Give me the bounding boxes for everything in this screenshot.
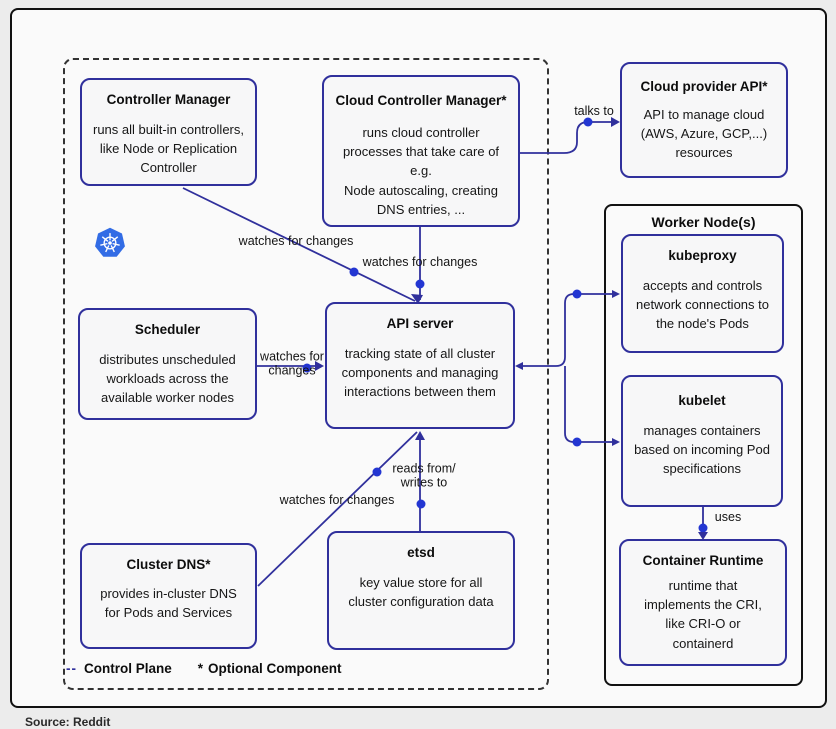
- box-body: distributes unscheduled workloads across…: [99, 352, 236, 406]
- box-title: Cloud Controller Manager*: [335, 93, 507, 108]
- box-body: runs all built-in controllers, like Node…: [92, 122, 244, 176]
- box-title: Container Runtime: [642, 553, 764, 568]
- legend-optional-label: Optional Component: [208, 661, 342, 676]
- box-body: runs cloud controller processes that tak…: [342, 125, 500, 217]
- legend-control-plane-label: Control Plane: [84, 661, 172, 676]
- kubernetes-logo-icon: [95, 227, 125, 257]
- box-title: API server: [386, 316, 454, 331]
- controller-manager-box: Controller Manager runs all built-in con…: [80, 78, 257, 186]
- box-title: Scheduler: [134, 322, 201, 337]
- cluster-dns-box: Cluster DNS* provides in-cluster DNS for…: [80, 543, 257, 649]
- box-title: kubeproxy: [668, 248, 737, 263]
- k8s-wheel-hub: [108, 241, 112, 245]
- box-body: provides in-cluster DNS for Pods and Ser…: [100, 586, 237, 621]
- box-title: Cluster DNS*: [126, 557, 211, 572]
- box-title: Controller Manager: [106, 92, 231, 107]
- api-server-box: API server tracking state of all cluster…: [325, 302, 515, 429]
- control-plane-container: [63, 58, 549, 690]
- k8s-wheel: [100, 233, 120, 253]
- box-body: tracking state of all cluster components…: [341, 346, 499, 400]
- edge-label-uses: uses: [714, 509, 742, 524]
- edge-label-watches-for-changes-cm: watches for changes: [238, 233, 354, 248]
- worker-node-container: Worker Node(s): [604, 204, 803, 686]
- etsd-box: etsd key value store for all cluster con…: [327, 531, 515, 650]
- container-runtime-box: Container Runtime runtime that implement…: [619, 539, 787, 666]
- box-body: manages containers based on incoming Pod…: [634, 423, 770, 477]
- box-body: runtime that implements the CRI, like CR…: [644, 578, 762, 651]
- edge-label-watches-for-changes-ccm: watches for changes: [362, 254, 478, 269]
- box-body: API to manage cloud (AWS, Azure, GCP,...…: [640, 107, 768, 161]
- box-title: kubelet: [678, 393, 726, 408]
- edge-label-talks-to: talks to: [574, 103, 614, 118]
- kubelet-box: kubelet manages containers based on inco…: [621, 375, 783, 507]
- box-title: etsd: [407, 545, 435, 560]
- edge-label-reads-from-writes-to: reads from/ writes to: [392, 461, 456, 490]
- edge-label-watches-for-changes-dns: watches for changes: [279, 492, 395, 507]
- edge-label-watches-for-changes-scheduler: watches for changes: [260, 349, 324, 378]
- box-body: accepts and controls network connections…: [636, 278, 769, 332]
- legend-optional-star: *: [197, 661, 204, 676]
- legend-control-plane-dash: --: [66, 661, 77, 676]
- cloud-provider-api-box: Cloud provider API* API to manage cloud …: [620, 62, 788, 178]
- box-title: Cloud provider API*: [640, 79, 768, 94]
- legend: -- Control Plane * Optional Component: [66, 661, 342, 676]
- box-body: key value store for all cluster configur…: [348, 575, 494, 610]
- kubeproxy-box: kubeproxy accepts and controls network c…: [621, 234, 784, 353]
- cloud-controller-manager-box: Cloud Controller Manager* runs cloud con…: [322, 75, 520, 227]
- worker-node-title: Worker Node(s): [651, 214, 756, 230]
- scheduler-box: Scheduler distributes unscheduled worklo…: [78, 308, 257, 420]
- source-caption: Source: Reddit: [25, 715, 111, 729]
